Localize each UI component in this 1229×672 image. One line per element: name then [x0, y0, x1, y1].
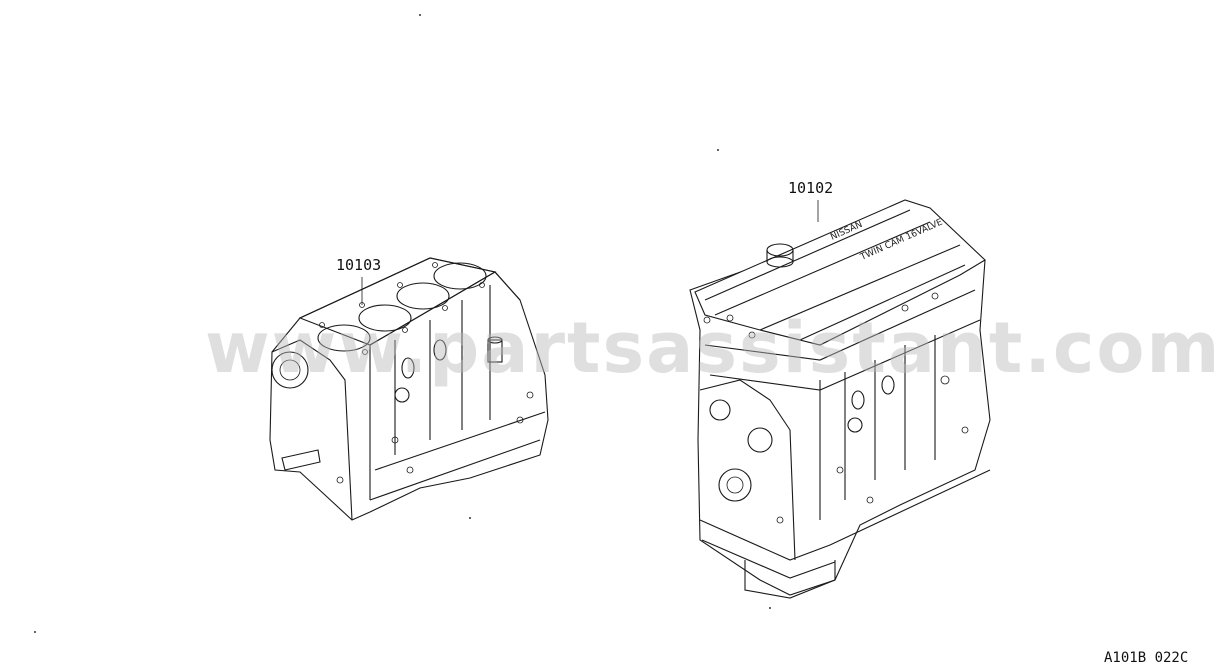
- speck: [34, 631, 36, 633]
- speck: [769, 607, 771, 609]
- figure-code: A101B 022C: [1104, 650, 1188, 666]
- part-number-block: 10103: [336, 256, 381, 274]
- speck: [419, 14, 421, 16]
- speck: [469, 517, 471, 519]
- speck: [717, 149, 719, 151]
- watermark: www.partsassistant.com: [205, 307, 1221, 389]
- cylinder-block-drawing: [269, 257, 549, 521]
- part-number-engine: 10102: [788, 179, 833, 197]
- engine-assembly-drawing: NISSAN TWIN CAM 16VALVE: [689, 199, 991, 599]
